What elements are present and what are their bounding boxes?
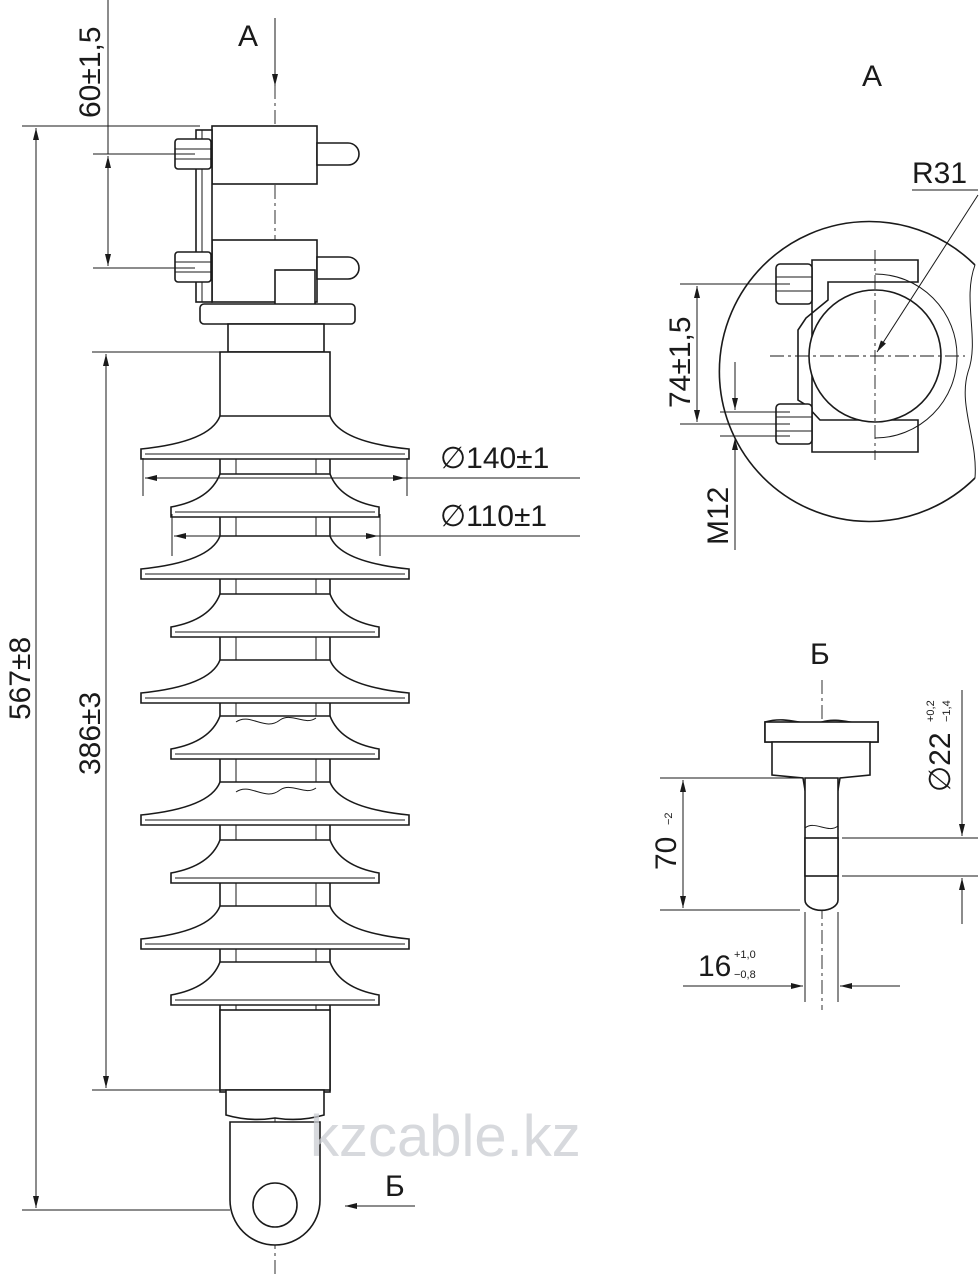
dim-16-tol-dn: −0,8	[734, 969, 756, 981]
insulator-sheds	[140, 415, 410, 1006]
watermark: kzcable.kz	[310, 1104, 581, 1169]
dim-60-label: 60±1,5	[74, 26, 107, 118]
dim-70-label: 70	[650, 837, 683, 870]
shed-4	[170, 593, 380, 638]
dim-74-label: 74±1,5	[664, 316, 697, 408]
dim-567-label: 567±8	[4, 637, 37, 720]
top-clamp	[174, 125, 360, 353]
dim-110: ∅110±1	[171, 500, 580, 556]
shed-9	[140, 905, 410, 950]
dim-386-label: 386±3	[74, 692, 107, 775]
dim-140: ∅140±1	[142, 442, 580, 496]
dim-r31-label: R31	[912, 157, 967, 190]
dim-70-tolerance: −2	[663, 812, 675, 825]
bottom-fitting	[219, 1009, 331, 1246]
view-arrow-a-label: А	[238, 20, 258, 53]
view-a-break-outline	[718, 220, 976, 523]
bolt-top	[316, 142, 360, 166]
dim-16-label: 16	[698, 950, 731, 983]
view-arrow-b-label: Б	[385, 1170, 405, 1203]
dim-22-tol-dn: −1,4	[941, 700, 953, 722]
dim-386: 386±3	[74, 351, 220, 1091]
shed-5	[140, 659, 410, 704]
view-b-title: Б	[810, 638, 830, 671]
view-a: А R31 74±1,5 M12	[664, 60, 979, 550]
bolt-bottom	[316, 256, 360, 280]
dim-22-label: ∅22	[924, 732, 957, 792]
shed-8	[170, 839, 380, 884]
view-arrow-a: А	[238, 18, 278, 86]
dim-m12-label: M12	[702, 487, 735, 545]
dim-567: 567±8	[4, 125, 230, 1211]
shed-7	[140, 781, 410, 826]
eye-hole	[252, 1182, 298, 1228]
dim-22-tol-up: +0,2	[925, 700, 937, 722]
view-a-title: А	[862, 60, 882, 93]
shed-3	[140, 535, 410, 580]
dim-16-tol-up: +1,0	[734, 949, 756, 961]
shed-10	[170, 961, 380, 1006]
shed-1	[140, 415, 410, 460]
dim-140-label: ∅140±1	[440, 442, 549, 475]
dim-110-label: ∅110±1	[440, 500, 547, 533]
view-b: Б 70 −2 ∅22 +0,2 −1,4 16 +1,0 −0,8	[650, 638, 978, 1010]
view-arrow-b: Б	[345, 1170, 415, 1209]
shed-6	[170, 715, 380, 760]
shed-2	[170, 473, 380, 518]
dim-60: 60±1,5	[74, 0, 195, 269]
main-view: 60±1,5 567±8 386±3 ∅140±1	[4, 0, 580, 1278]
